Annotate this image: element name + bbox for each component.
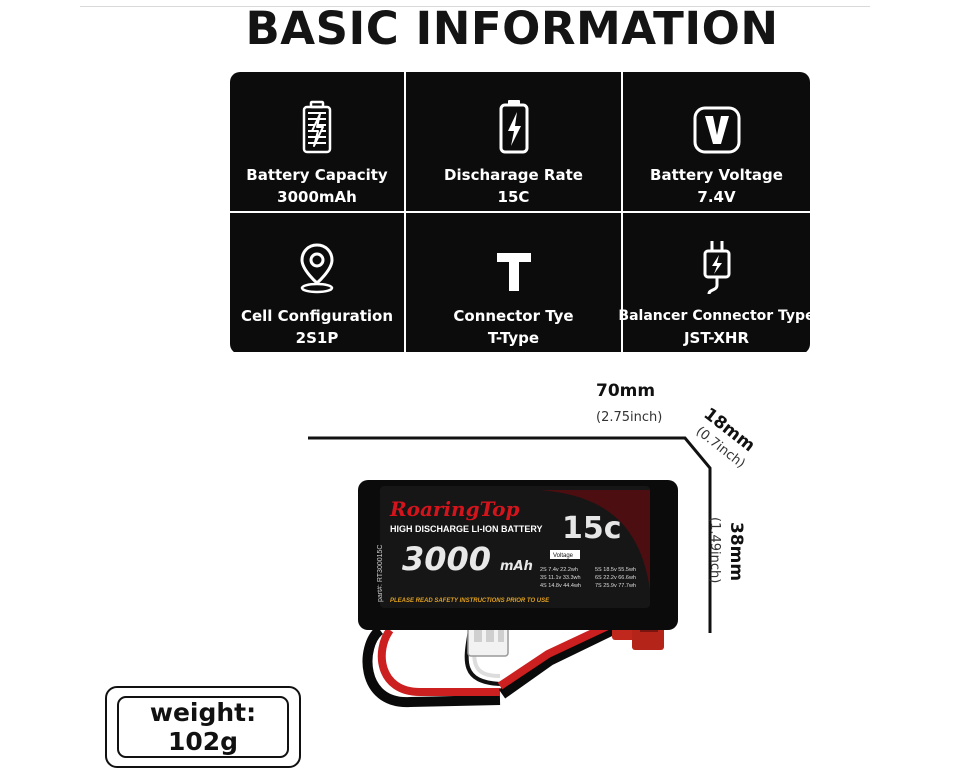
dimension-lines: [308, 436, 712, 633]
battery-pack-illustration: RoaringTop HIGH DISCHARGE LI-ION BATTERY…: [358, 480, 678, 708]
voltage-title: Voltage: [553, 553, 574, 559]
weight-badge: weight: 102g: [105, 686, 301, 768]
height-label: 38mm: [726, 522, 746, 582]
spec-cell-configuration: Cell Configuration 2S1P: [230, 213, 404, 352]
battery-brand: RoaringTop: [389, 497, 520, 521]
jst-balance-plug: [467, 621, 509, 657]
plug-cable-icon: [699, 233, 735, 295]
voltage-row: 7S 25.9v 77.7wh: [595, 583, 636, 589]
t-letter-icon: [494, 233, 534, 295]
length-label: 70mm: [596, 381, 656, 401]
spec-connector-type: Connector Tye T-Type: [406, 213, 621, 352]
spec-discharge-rate: Discharage Rate 15C: [406, 72, 621, 211]
spec-balancer-connector-type: Balancer Connector Type JST-XHR: [618, 213, 810, 352]
safety-warning: PLEASE READ SAFETY INSTRUCTIONS PRIOR TO…: [390, 598, 550, 604]
bolt-battery-icon: [498, 92, 530, 154]
battery-part-number: part#: RT300015C: [377, 545, 384, 602]
spec-battery-voltage: Battery Voltage 7.4V: [623, 72, 810, 211]
voltage-row: 2S 7.4v 22.2wh: [540, 567, 578, 573]
page-title: BASIC INFORMATION: [245, 2, 779, 55]
weight-value: 102g: [167, 727, 239, 756]
weight-label: weight:: [149, 698, 257, 727]
spec-label: Battery Voltage: [650, 166, 783, 184]
location-pin-icon: [297, 233, 337, 295]
spec-battery-capacity: Battery Capacity 3000mAh: [230, 72, 404, 211]
battery-bolt-icon: [302, 92, 332, 154]
spec-label: Connector Tye: [453, 307, 574, 325]
battery-capacity-unit: mAh: [500, 559, 533, 574]
battery-rate: 15c: [562, 511, 622, 546]
top-divider: [80, 6, 870, 7]
spec-label: Balancer Connector Type: [618, 308, 810, 324]
spec-value: 2S1P: [295, 329, 339, 347]
spec-value: 7.4V: [697, 188, 736, 206]
voltage-row: 4S 14.8v 44.4wh: [540, 583, 581, 589]
spec-value: 3000mAh: [277, 188, 357, 206]
voltage-row: 5S 18.5v 55.5wh: [595, 567, 636, 573]
battery-capacity: 3000: [402, 540, 491, 578]
spec-label: Discharage Rate: [444, 166, 583, 184]
voltage-row: 3S 11.1v 33.3wh: [540, 575, 581, 581]
battery-subtitle: HIGH DISCHARGE LI-ION BATTERY: [390, 524, 543, 534]
spec-value: JST-XHR: [683, 329, 750, 347]
height-inch-label: (1.49inch): [707, 517, 722, 584]
spec-label: Battery Capacity: [246, 166, 388, 184]
spec-grid: Battery Capacity 3000mAh Discharage Rate…: [230, 72, 810, 354]
spec-value: 15C: [497, 188, 530, 206]
spec-value: T-Type: [487, 329, 540, 347]
voltage-row: 6S 22.2v 66.6wh: [595, 575, 636, 581]
voltage-v-icon: [693, 92, 741, 154]
spec-label: Cell Configuration: [240, 307, 394, 325]
length-inch-label: (2.75inch): [596, 410, 663, 425]
